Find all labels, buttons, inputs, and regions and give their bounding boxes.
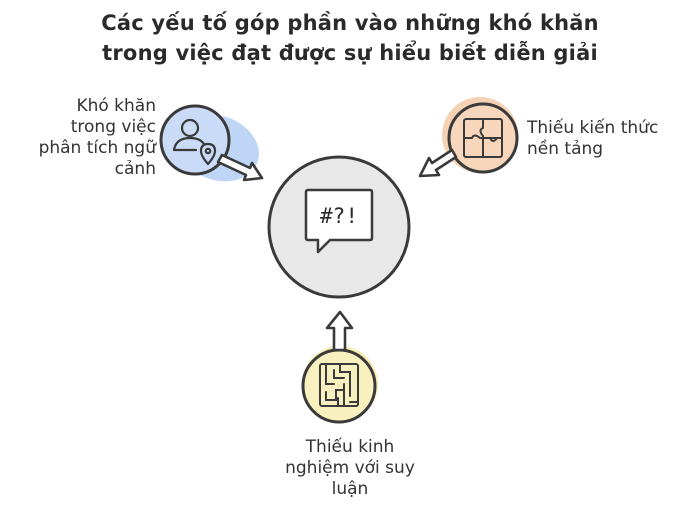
puzzle-icon xyxy=(463,118,503,158)
reasoning-node xyxy=(301,310,378,424)
reasoning-label-line-3: luận xyxy=(331,479,369,499)
knowledge-arrow xyxy=(418,148,458,178)
knowledge-label: Thiếu kiến thức nền tảng xyxy=(527,118,697,160)
knowledge-label-line-2: nền tảng xyxy=(527,139,604,159)
knowledge-label-line-1: Thiếu kiến thức xyxy=(527,118,659,138)
speech-bubble-text: #?! xyxy=(320,204,358,228)
context-label-line-4: cảnh xyxy=(114,159,156,179)
maze-icon xyxy=(319,363,359,407)
knowledge-node xyxy=(418,97,519,178)
title-line-2: trong việc đạt được sự hiểu biết diễn gi… xyxy=(102,41,598,65)
reasoning-label-line-2: nghiệm với suy xyxy=(285,458,415,478)
context-label-line-2: trong việc xyxy=(70,117,156,137)
speech-bubble-icon: #?! xyxy=(304,188,374,254)
person-location-icon xyxy=(172,118,217,166)
reasoning-arrow xyxy=(325,310,354,352)
reasoning-label: Thiếu kinh nghiệm với suy luận xyxy=(250,437,450,500)
context-label: Khó khăn trong việc phân tích ngữ cảnh xyxy=(8,96,156,180)
context-node xyxy=(159,104,264,182)
reasoning-circle xyxy=(301,348,377,424)
central-node: #?! xyxy=(267,155,411,299)
reasoning-label-line-1: Thiếu kinh xyxy=(305,437,395,457)
context-label-line-3: phân tích ngữ xyxy=(38,138,156,158)
context-arrow xyxy=(216,153,264,182)
title-line-1: Các yếu tố góp phần vào những khó khăn xyxy=(101,11,599,35)
page-title: Các yếu tố góp phần vào những khó khăn t… xyxy=(0,8,700,68)
context-label-line-1: Khó khăn xyxy=(76,96,156,116)
